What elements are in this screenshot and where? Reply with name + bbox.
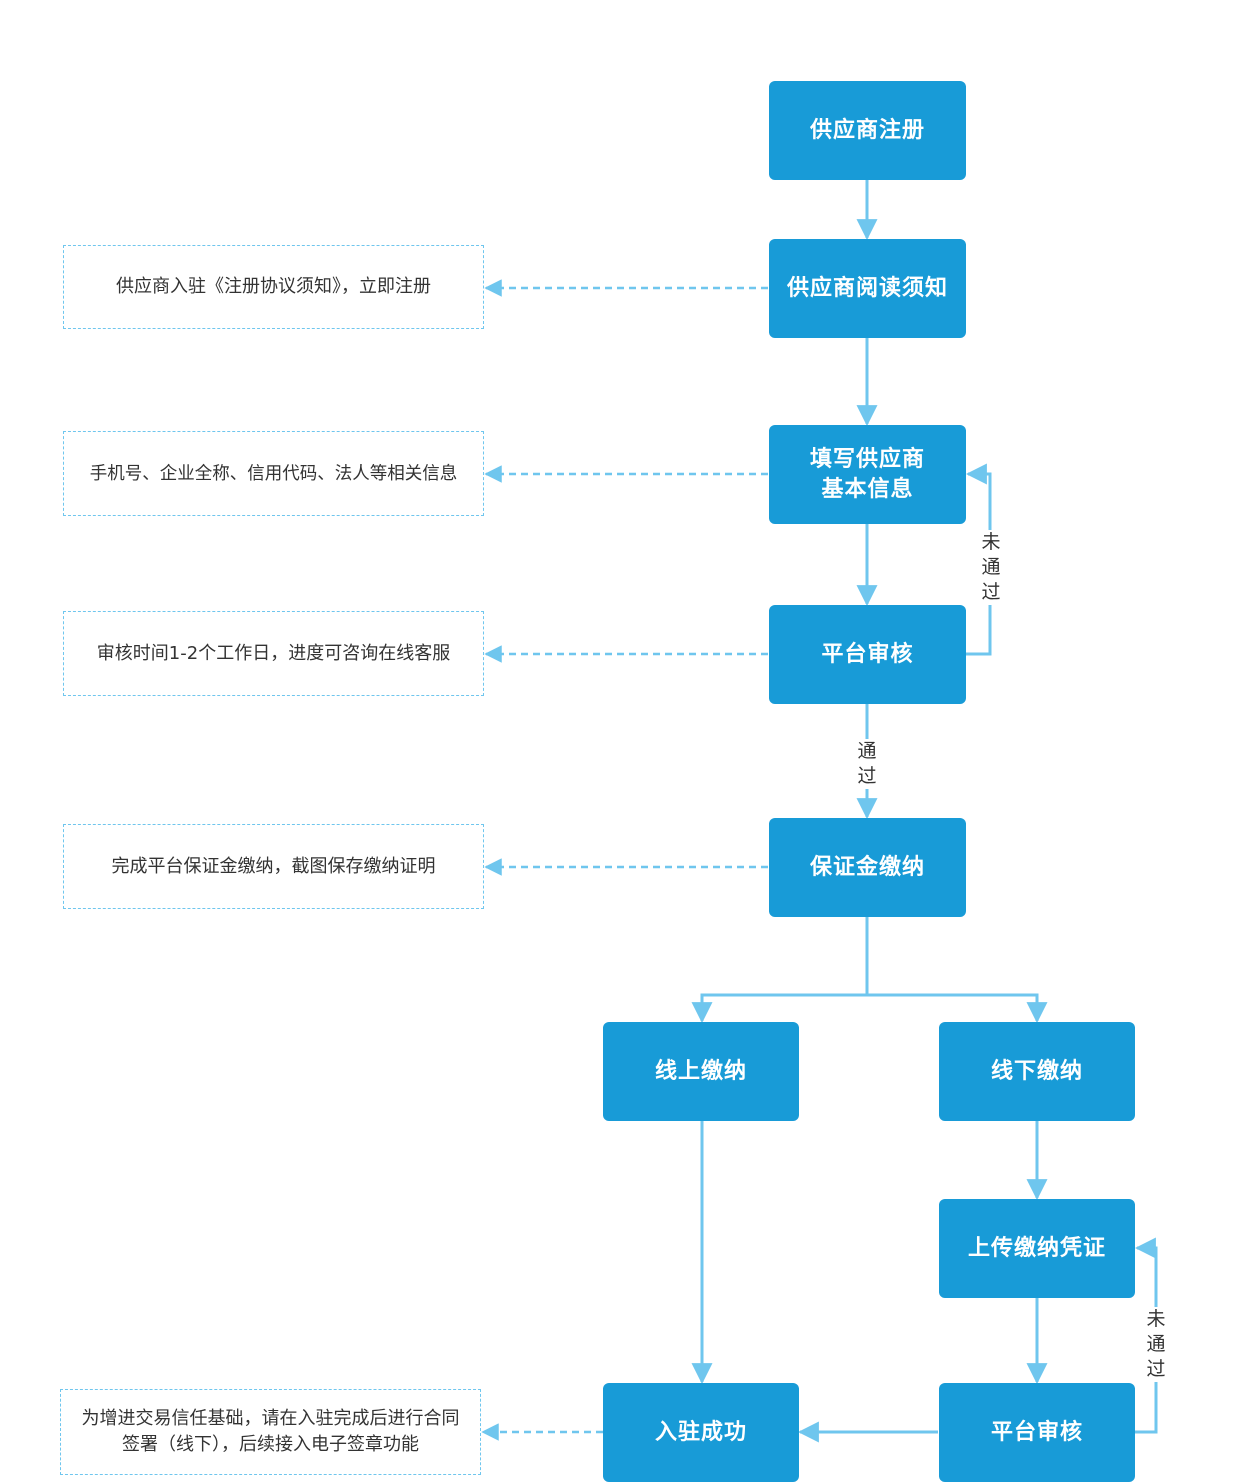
edge-label-not-passed-1: 未通过 xyxy=(979,530,1003,605)
node-platform-review-1: 平台审核 xyxy=(769,605,966,704)
node-supplier-register: 供应商注册 xyxy=(769,81,966,180)
node-fill-basic-info: 填写供应商 基本信息 xyxy=(769,425,966,524)
arrow-to-offline xyxy=(867,993,1048,1024)
node-online-payment: 线上缴纳 xyxy=(603,1022,799,1121)
note-read-notice: 供应商入驻《注册协议须知》，立即注册 xyxy=(63,245,484,329)
node-platform-review-2: 平台审核 xyxy=(939,1383,1135,1482)
note-review-time: 审核时间1-2个工作日，进度可咨询在线客服 xyxy=(63,611,484,696)
node-deposit-payment: 保证金缴纳 xyxy=(769,818,966,917)
edge-label-not-passed-2: 未通过 xyxy=(1144,1307,1168,1382)
note-contract-signing: 为增进交易信任基础，请在入驻完成后进行合同 签署（线下），后续接入电子签章功能 xyxy=(60,1389,481,1475)
note-deposit: 完成平台保证金缴纳，截图保存缴纳证明 xyxy=(63,824,484,909)
arrow-to-online xyxy=(691,993,867,1024)
edge-label-passed: 通过 xyxy=(855,739,879,789)
node-join-success: 入驻成功 xyxy=(603,1383,799,1482)
node-upload-proof: 上传缴纳凭证 xyxy=(939,1199,1135,1298)
node-offline-payment: 线下缴纳 xyxy=(939,1022,1135,1121)
note-fill-info: 手机号、企业全称、信用代码、法人等相关信息 xyxy=(63,431,484,516)
node-read-notice: 供应商阅读须知 xyxy=(769,239,966,338)
